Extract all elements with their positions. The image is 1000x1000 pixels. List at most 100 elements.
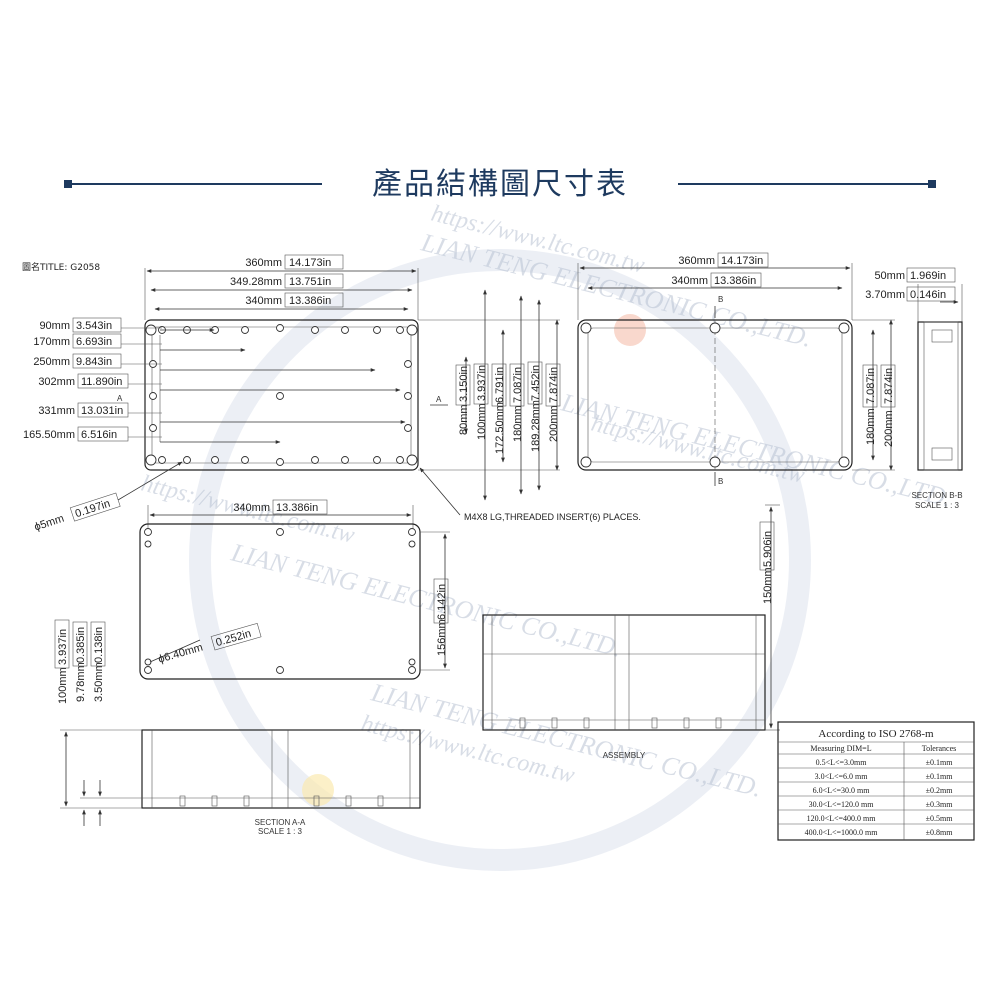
lid-height-1-mm: 180mm <box>865 408 877 445</box>
watermark-text-3: LIAN TENG ELECTRONIC CO.,LTD. <box>228 537 625 662</box>
top-right-dim-2-mm: 100mm <box>476 403 488 440</box>
tolerance-row-3-dim: 6.0<L<=30.0 mm <box>813 786 871 795</box>
tolerance-table-title: According to ISO 2768-m <box>818 728 934 740</box>
lid-width-2-in: 13.386in <box>714 275 756 287</box>
tolerance-row-4-tol: ±0.3mm <box>926 800 954 809</box>
top-width-349-in: 13.751in <box>289 276 331 288</box>
lid-width-1-in: 14.173in <box>721 255 763 267</box>
top-right-dim-2-in: 3.937in <box>476 365 488 401</box>
bottom-outline <box>139 523 421 680</box>
section-aa-d2-in: 0.385in <box>75 627 87 663</box>
assembly-height-mm: 150mm <box>762 567 774 604</box>
top-width-360-mm: 360mm <box>245 257 282 269</box>
section-bb-label: SECTION B-B <box>911 491 962 500</box>
top-right-dim-4-in: 7.087in <box>512 367 524 403</box>
assembly-view: 150mm 5.906in ASSEMBLY <box>482 504 780 760</box>
tolerance-row-4-dim: 30.0<L<=120.0 mm <box>809 800 875 809</box>
bottom-height-mm: 156mm <box>436 619 448 656</box>
tolerance-row-2-tol: ±0.1mm <box>926 772 954 781</box>
watermark-logo-ring <box>189 249 811 871</box>
tolerance-row-6-dim: 400.0<L<=1000.0 mm <box>805 828 879 837</box>
section-aa-d3-mm: 3.50mm <box>93 662 105 702</box>
top-holes <box>149 324 412 466</box>
header-rule-right-cap <box>928 180 936 188</box>
top-left-dim-3-in: 9.843in <box>76 356 112 368</box>
section-bb-d2-in: 0.146in <box>910 289 946 301</box>
top-right-dim-1-in: 3.150in <box>458 366 470 402</box>
top-left-dim-6-in: 6.516in <box>81 429 117 441</box>
section-bb-scale: SCALE 1 : 3 <box>915 501 960 510</box>
threaded-insert-note: M4X8 LG,THREADED INSERT(6) PLACES. <box>464 512 641 522</box>
section-aa-d1-mm: 100mm <box>57 667 69 704</box>
section-aa: 100mm 3.937in 9.78mm 0.385in 3.50mm 0.13… <box>54 619 421 836</box>
top-width-349-mm: 349.28mm <box>230 276 282 288</box>
svg-text:A: A <box>117 394 123 403</box>
top-right-dims: 80mm 3.150in 100mm 3.937in 172.50mm 6.79… <box>418 289 561 501</box>
top-right-dim-5-in: 7.452in <box>530 365 542 401</box>
section-bb-d1-mm: 50mm <box>874 270 905 282</box>
tolerance-row-5-dim: 120.0<L<=400.0 mm <box>807 814 877 823</box>
top-right-dim-1-mm: 80mm <box>458 404 470 435</box>
section-aa-d3-in: 0.138in <box>93 627 105 663</box>
lid-view: 360mm 14.173in 340mm 13.386in B B 180mm … <box>577 252 896 486</box>
top-hole-dim-in: 0.197in <box>74 498 112 521</box>
top-width-340-in: 13.386in <box>289 295 331 307</box>
top-right-dim-5-mm: 189.28mm <box>530 400 542 452</box>
assembly-outline <box>482 614 766 731</box>
tolerance-row-1-dim: 0.5<L<=3.0mm <box>816 758 868 767</box>
assembly-label: ASSEMBLY <box>603 751 646 760</box>
top-right-dim-6-mm: 200mm <box>548 405 560 442</box>
section-bb-d1-in: 1.969in <box>910 270 946 282</box>
top-left-dim-2-mm: 170mm <box>33 336 70 348</box>
section-bb: 50mm 1.969in 3.70mm 0.146in SECTION B-B … <box>865 267 963 510</box>
lid-width-1-mm: 360mm <box>678 255 715 267</box>
top-left-dim-3-mm: 250mm <box>33 356 70 368</box>
lid-height-1-in: 7.087in <box>865 368 877 404</box>
section-aa-scale: SCALE 1 : 3 <box>258 827 303 836</box>
top-right-dim-6-in: 7.874in <box>548 367 560 403</box>
section-bb-d2-mm: 3.70mm <box>865 289 905 301</box>
top-left-dim-5-mm: 331mm <box>38 405 75 417</box>
bottom-width-in: 13.386in <box>276 502 318 514</box>
bottom-width-mm: 340mm <box>233 502 270 514</box>
top-left-dim-1-in: 3.543in <box>76 320 112 332</box>
top-outline <box>144 319 419 471</box>
top-left-dim-4-in: 11.890in <box>81 376 122 388</box>
svg-text:B: B <box>718 477 723 486</box>
top-left-dim-2-in: 6.693in <box>76 336 112 348</box>
top-right-dim-4-mm: 180mm <box>512 405 524 442</box>
header-rule-left-cap <box>64 180 72 188</box>
top-right-dim-3-in: 6.791in <box>494 367 506 403</box>
tolerance-header-tol: Tolerances <box>922 744 957 753</box>
bottom-hole-in: 0.252in <box>215 628 253 649</box>
section-aa-d1-in: 3.937in <box>57 629 69 665</box>
svg-text:B: B <box>718 295 723 304</box>
top-left-dim-4-mm: 302mm <box>38 376 75 388</box>
tolerance-row-5-tol: ±0.5mm <box>926 814 954 823</box>
top-view: 360mm 14.173in 349.28mm 13.751in 340mm 1… <box>23 254 641 534</box>
top-hole-dim-mm: ϕ5mm <box>33 513 66 534</box>
drawing-title: 圖名TITLE: G2058 <box>22 261 100 273</box>
bottom-height-in: 6.142in <box>436 584 448 620</box>
tolerance-table: According to ISO 2768-m Measuring DIM=L … <box>777 721 975 841</box>
section-aa-d2-mm: 9.78mm <box>75 662 87 702</box>
top-left-dim-6-mm: 165.50mm <box>23 429 75 441</box>
lid-width-2-mm: 340mm <box>671 275 708 287</box>
top-right-dim-3-mm: 172.50mm <box>494 402 506 454</box>
top-left-dim-1-mm: 90mm <box>39 320 70 332</box>
watermark-dot-red <box>614 314 646 346</box>
tolerance-row-3-tol: ±0.2mm <box>926 786 954 795</box>
tolerance-row-2-dim: 3.0<L<=6.0 mm <box>815 772 869 781</box>
top-left-dim-5-in: 13.031in <box>81 405 123 417</box>
section-aa-outline <box>141 729 421 809</box>
lid-height-2-mm: 200mm <box>883 410 895 447</box>
top-width-340-mm: 340mm <box>245 295 282 307</box>
watermark-dot-yellow <box>302 774 334 806</box>
page-header: 產品結構圖尺寸表 <box>64 167 936 202</box>
tolerance-header-dim: Measuring DIM=L <box>810 744 871 753</box>
lid-height-2-in: 7.874in <box>883 368 895 404</box>
assembly-height-in: 5.906in <box>762 531 774 567</box>
bottom-hole-mm: ϕ6.40mm <box>157 642 204 666</box>
tolerance-row-1-tol: ±0.1mm <box>926 758 954 767</box>
